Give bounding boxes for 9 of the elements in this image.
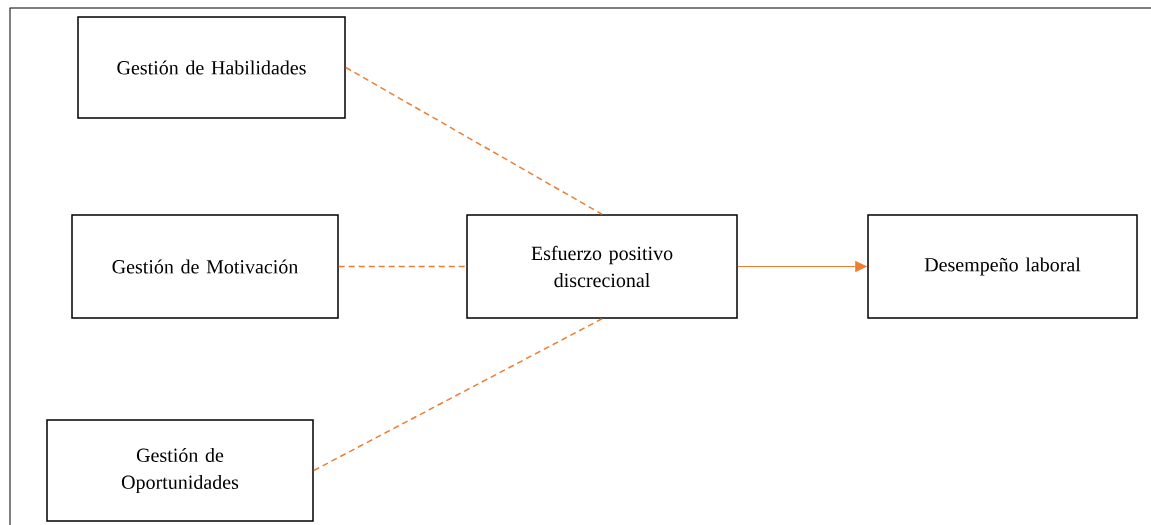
dashed-line [313,318,603,472]
box: Gestión de Oportunidades [46,419,314,522]
box: Gestión de Habilidades [77,16,346,119]
dashed-line [345,66,603,215]
box: Gestión de Motivación [71,214,339,319]
box: Esfuerzo positivo discrecional [466,214,738,319]
box: Desempeño laboral [867,214,1138,319]
arrow [737,261,867,272]
dashed-line [338,265,467,268]
